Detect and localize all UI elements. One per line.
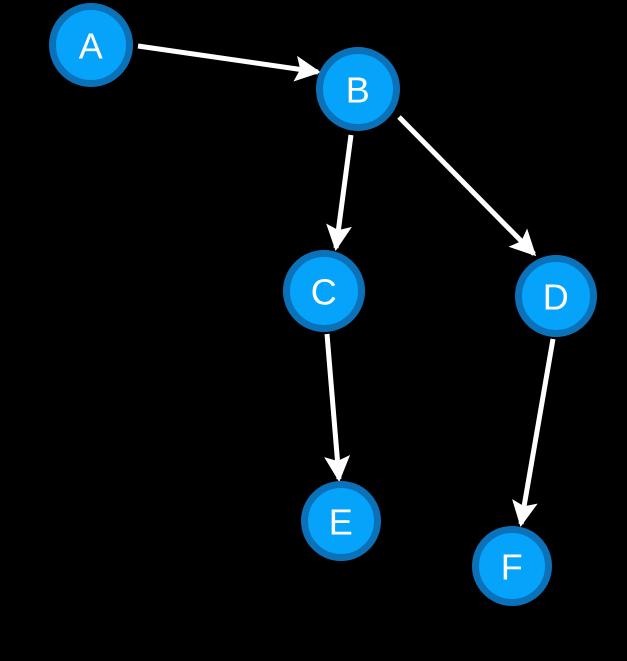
- node-d[interactable]: D: [515, 255, 597, 337]
- node-f[interactable]: F: [472, 526, 552, 606]
- nodes-layer: A B C D E F: [49, 3, 597, 606]
- node-circle: [283, 250, 365, 332]
- edge-c-to-e: [324, 333, 351, 482]
- node-label: B: [346, 70, 371, 111]
- node-circle: [301, 481, 381, 561]
- node-label: D: [543, 277, 570, 318]
- edge-b-to-d: [397, 115, 537, 257]
- node-label: F: [501, 547, 524, 588]
- edge-d-to-f: [512, 338, 556, 527]
- node-c[interactable]: C: [283, 250, 365, 332]
- node-label: E: [329, 502, 354, 543]
- node-e[interactable]: E: [301, 481, 381, 561]
- node-label: A: [79, 26, 104, 67]
- node-b[interactable]: B: [316, 47, 400, 131]
- edge-b-to-c: [326, 134, 354, 251]
- node-a[interactable]: A: [49, 3, 133, 87]
- node-circle: [49, 3, 133, 87]
- node-circle: [515, 255, 597, 337]
- edges-layer: [137, 43, 556, 527]
- node-circle: [472, 526, 552, 606]
- node-circle: [316, 47, 400, 131]
- node-label: C: [311, 272, 338, 313]
- edge-a-to-b: [137, 43, 321, 82]
